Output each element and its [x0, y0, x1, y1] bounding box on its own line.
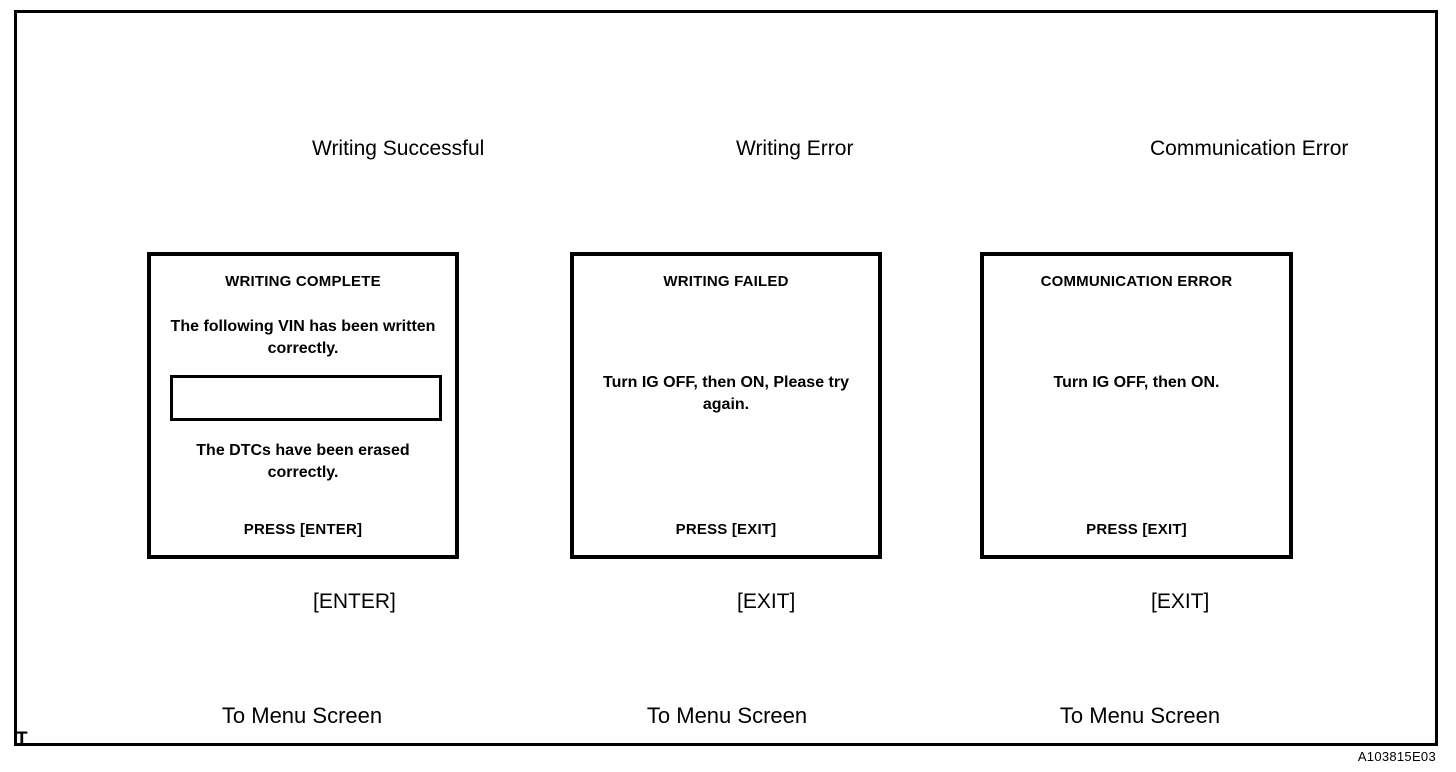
key-label-enter: [ENTER] [313, 590, 396, 613]
screen-title-writing-failed: WRITING FAILED [663, 273, 789, 290]
screen-writing-complete: WRITING COMPLETE The following VIN has b… [147, 252, 459, 559]
screen-message-communication-error: Turn IG OFF, then ON. [1053, 374, 1220, 391]
key-label-exit-right: [EXIT] [1151, 590, 1210, 613]
branch-label-writing-successful: Writing Successful [312, 137, 485, 160]
screen-communication-error: COMMUNICATION ERROR Turn IG OFF, then ON… [980, 252, 1293, 559]
sheet-marker: T [16, 729, 28, 750]
destination-label-middle: To Menu Screen [646, 703, 808, 728]
key-label-exit-middle: [EXIT] [737, 590, 796, 613]
screen-title-writing-complete: WRITING COMPLETE [225, 273, 381, 290]
branch-label-communication-error: Communication Error [1150, 137, 1349, 160]
destination-label-right: To Menu Screen [1059, 703, 1221, 728]
destination-label-left: To Menu Screen [221, 703, 383, 728]
figure-id-code: A103815E03 [1357, 749, 1436, 764]
screen-message-vin-written: The following VIN has been written corre… [170, 318, 436, 357]
screen-footer-press-enter: PRESS [ENTER] [243, 521, 363, 538]
screen-title-communication-error: COMMUNICATION ERROR [1040, 273, 1233, 290]
screen-footer-press-exit-middle: PRESS [EXIT] [675, 521, 777, 538]
vin-value-field[interactable] [170, 375, 442, 421]
screen-writing-failed: WRITING FAILED Turn IG OFF, then ON, Ple… [570, 252, 882, 559]
branch-label-writing-error: Writing Error [736, 137, 854, 160]
screen-message-dtc-erased: The DTCs have been erased correctly. [196, 442, 410, 481]
screen-footer-press-exit-right: PRESS [EXIT] [1086, 521, 1187, 538]
screen-message-writing-failed: Turn IG OFF, then ON, Please try again. [603, 374, 849, 413]
